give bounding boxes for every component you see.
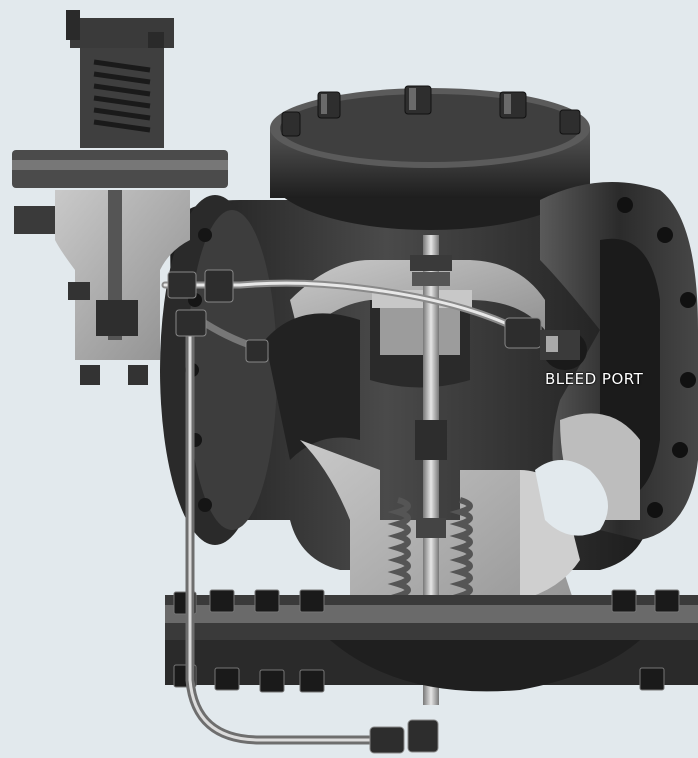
pilot-valve bbox=[12, 10, 228, 385]
bonnet bbox=[270, 85, 590, 230]
lower-spring-right bbox=[449, 497, 473, 611]
bottom-flange bbox=[165, 589, 698, 693]
valve-stem bbox=[410, 235, 452, 705]
bleed-port-label: BLEED PORT bbox=[545, 370, 644, 388]
bleed-port bbox=[540, 330, 587, 370]
pilot-spring bbox=[93, 59, 151, 133]
lower-spring-left bbox=[387, 497, 411, 611]
tube-fittings bbox=[167, 269, 542, 754]
